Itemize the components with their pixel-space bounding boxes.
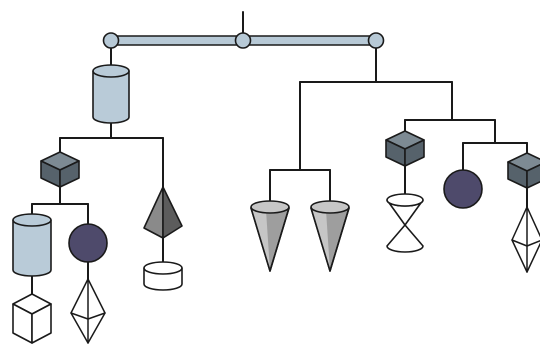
cube-right-b (507, 152, 540, 189)
top-beam (102, 32, 385, 49)
octahedron-right (511, 206, 540, 273)
octahedron-left (70, 278, 106, 344)
white-cube (12, 293, 52, 344)
sphere-right (443, 169, 483, 209)
cylinder-upper (92, 64, 130, 124)
pyramid (143, 186, 183, 239)
beam-joint-center (234, 32, 252, 49)
disc (143, 261, 183, 291)
cone-left (250, 200, 290, 272)
cylinder-lower (12, 213, 52, 277)
cone-right (310, 200, 350, 272)
beam-joint-right (367, 32, 385, 49)
cube-right-a (385, 130, 425, 167)
sphere-left (68, 223, 108, 263)
beam-joint-left (102, 32, 120, 49)
hourglass (386, 193, 424, 253)
strings (31, 11, 528, 295)
cube-left (40, 151, 80, 188)
